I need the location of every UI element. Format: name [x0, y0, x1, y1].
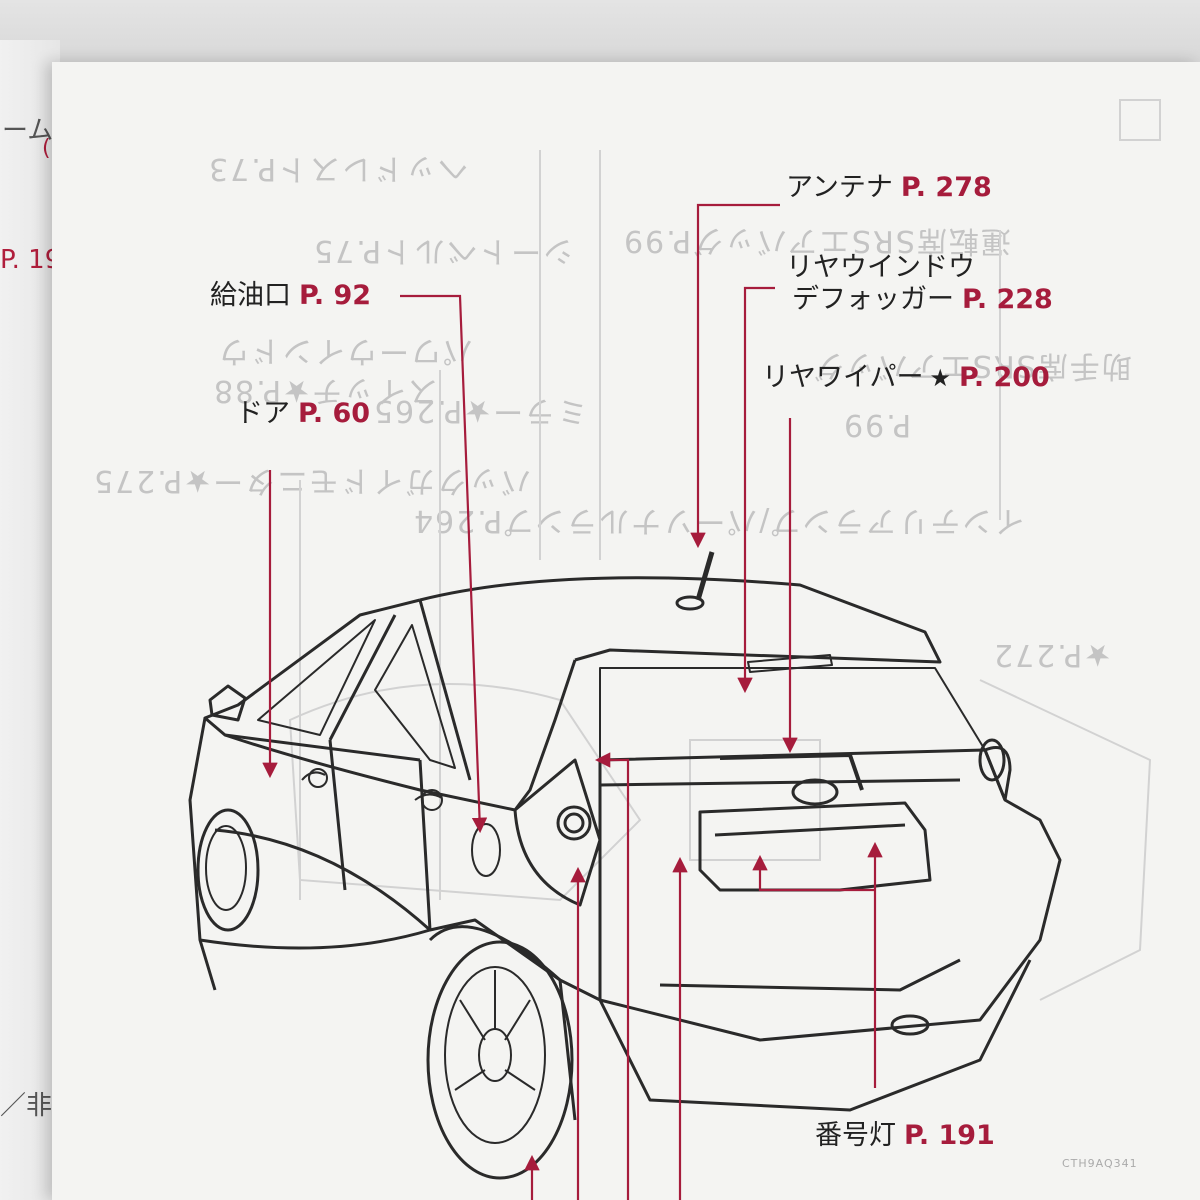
page-ref[interactable]: P. 191	[904, 1120, 995, 1151]
left-page-edge: ーム (ム P. 19 ／非常	[0, 40, 78, 1200]
leader-lines	[262, 203, 883, 1200]
page-ref[interactable]: P. 60	[298, 398, 371, 429]
page-ref[interactable]: P. 200	[958, 362, 1050, 393]
illustration-code: CTH9AQ341	[1062, 1157, 1138, 1170]
car-body	[188, 551, 1062, 1180]
label-rear-wiper: リヤワイパー★P. 200	[762, 362, 1050, 393]
left-page-fragment: ーム	[2, 116, 54, 146]
show-through-lines	[288, 99, 1161, 1001]
page-ref[interactable]: P. 278	[900, 172, 992, 203]
page-ref[interactable]: P. 228	[962, 284, 1053, 316]
left-page-fragment: P. 19	[0, 245, 62, 275]
star-icon: ★	[929, 364, 951, 392]
manual-page: ヘッドレストP.73 シートベルトP.75 運転席SRSエアバッグP.99 パワ…	[52, 62, 1200, 1200]
page-ref[interactable]: P. 92	[299, 280, 372, 311]
